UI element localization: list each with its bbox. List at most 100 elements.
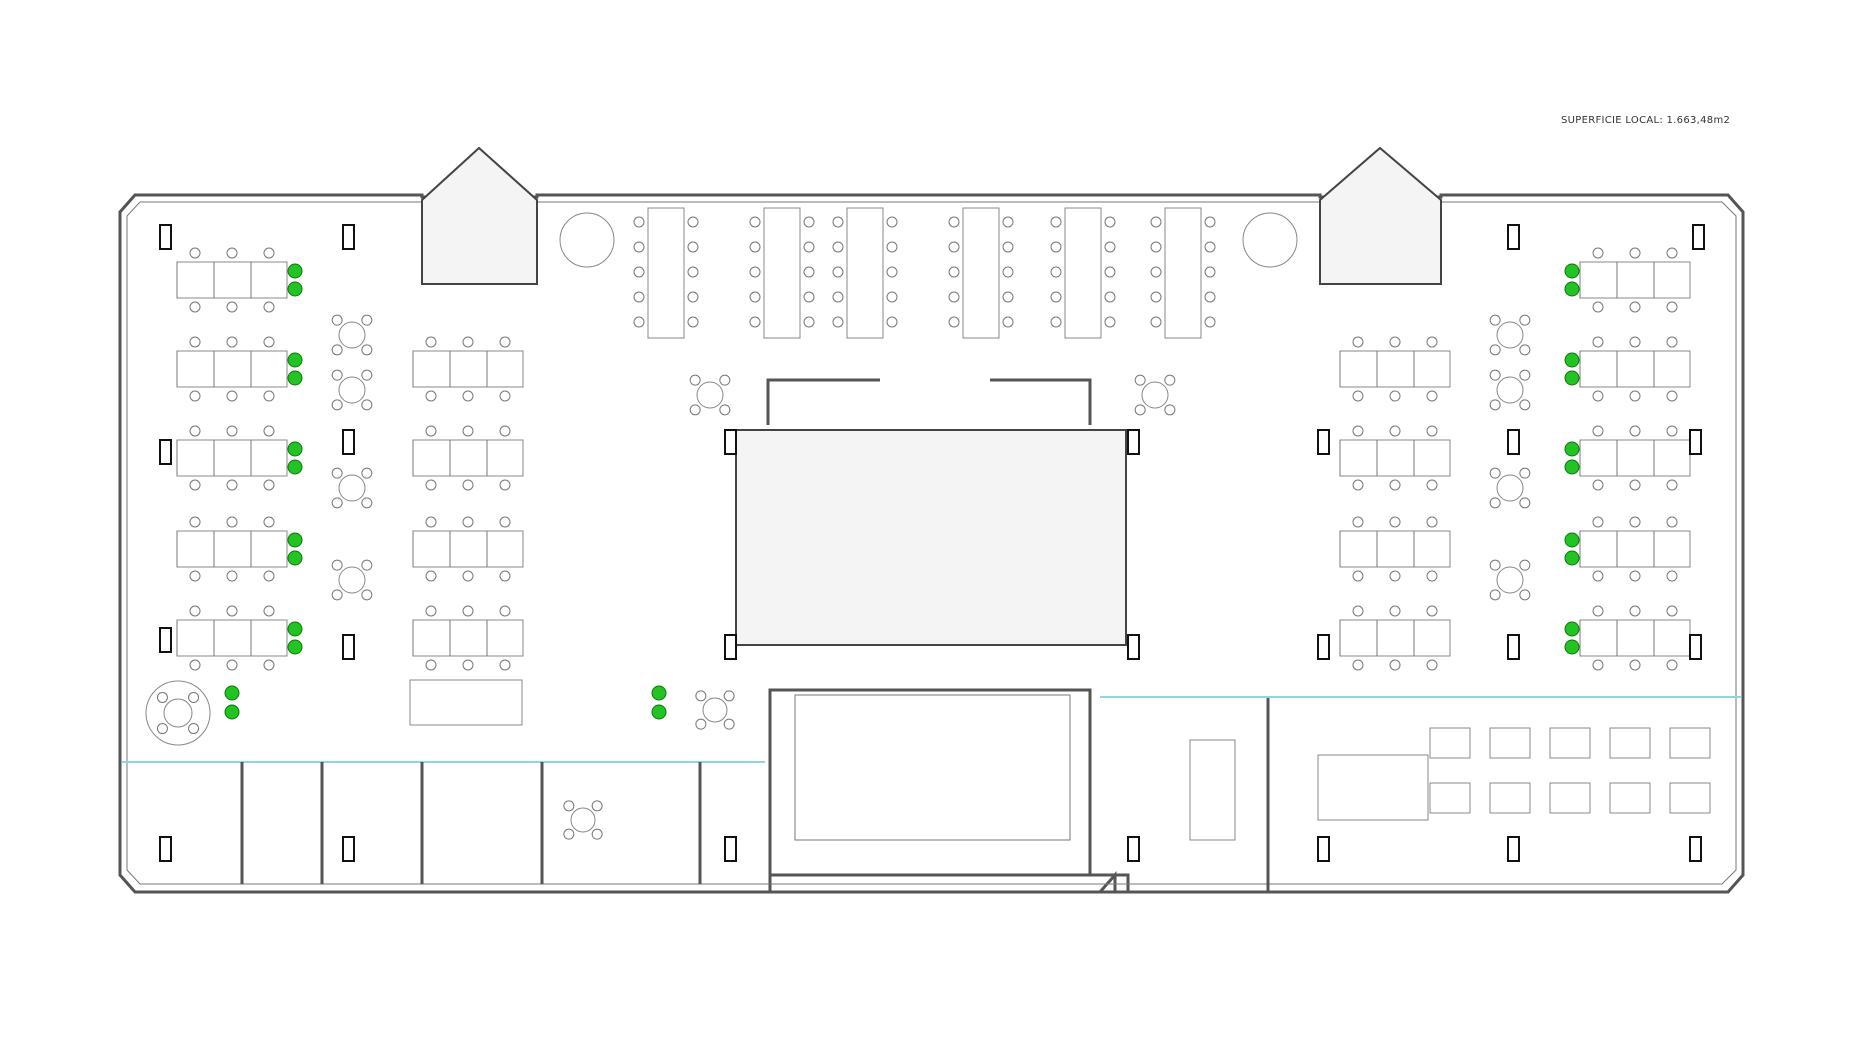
chair	[1352, 390, 1364, 402]
chair	[1204, 216, 1216, 228]
chair	[749, 216, 761, 228]
chair	[832, 291, 844, 303]
chair	[361, 497, 373, 509]
chair	[1352, 570, 1364, 582]
chair	[499, 479, 511, 491]
chair	[361, 314, 373, 326]
column	[159, 439, 172, 465]
chair	[633, 291, 645, 303]
chair	[226, 336, 238, 348]
desk-group	[1339, 350, 1451, 388]
bench-desk	[763, 207, 801, 339]
cafe-table	[1669, 782, 1711, 814]
chair	[633, 316, 645, 328]
desk-group	[1579, 439, 1691, 477]
chair	[1519, 344, 1531, 356]
chair	[1150, 266, 1162, 278]
chair	[591, 800, 603, 812]
cafe-table	[1609, 727, 1651, 759]
chair	[226, 479, 238, 491]
chair	[361, 559, 373, 571]
chair	[633, 266, 645, 278]
plant-icon	[287, 532, 303, 548]
chair	[832, 241, 844, 253]
round-table	[1496, 474, 1524, 502]
chair	[499, 605, 511, 617]
chair	[361, 344, 373, 356]
round-table	[1496, 321, 1524, 349]
plant-icon	[287, 621, 303, 637]
chair	[1592, 390, 1604, 402]
cafe-table	[1669, 727, 1711, 759]
chair	[263, 247, 275, 259]
chair	[1666, 247, 1678, 259]
chair	[1666, 605, 1678, 617]
chair	[226, 247, 238, 259]
chair	[331, 559, 343, 571]
chair	[425, 605, 437, 617]
chair	[1629, 336, 1641, 348]
chair	[1519, 369, 1531, 381]
chair	[189, 247, 201, 259]
desk-group	[412, 439, 524, 477]
chair	[1426, 516, 1438, 528]
chair	[1629, 301, 1641, 313]
cafe-table	[1549, 727, 1591, 759]
column	[342, 634, 355, 660]
core-upper-left-wall	[766, 378, 880, 425]
chair	[1389, 425, 1401, 437]
chair	[1592, 247, 1604, 259]
chair	[1426, 336, 1438, 348]
chair	[1629, 425, 1641, 437]
chair	[1592, 336, 1604, 348]
chair	[695, 718, 707, 730]
chair	[425, 479, 437, 491]
chair	[1666, 479, 1678, 491]
chair	[425, 516, 437, 528]
chair	[462, 425, 474, 437]
chair	[886, 316, 898, 328]
chair	[1629, 570, 1641, 582]
desk-group	[176, 350, 288, 388]
chair	[156, 723, 168, 735]
chair	[1104, 216, 1116, 228]
plant-icon	[287, 550, 303, 566]
plant-icon	[1564, 263, 1580, 279]
chair	[1489, 559, 1501, 571]
plant-icon	[1564, 370, 1580, 386]
plant-icon	[1564, 550, 1580, 566]
chair	[687, 316, 699, 328]
chair	[1104, 241, 1116, 253]
chair	[1629, 247, 1641, 259]
chair	[226, 605, 238, 617]
chair	[1002, 216, 1014, 228]
desk-group	[1339, 530, 1451, 568]
chair	[189, 425, 201, 437]
bench-desk	[846, 207, 884, 339]
chair	[263, 390, 275, 402]
chair	[1389, 479, 1401, 491]
atrium-void	[794, 694, 1071, 841]
chair	[361, 467, 373, 479]
desk-group	[176, 261, 288, 299]
furniture	[145, 207, 1711, 884]
desk-group	[1339, 619, 1451, 657]
chair	[1489, 314, 1501, 326]
column	[1317, 429, 1330, 455]
desk-group	[176, 619, 288, 657]
round-table	[559, 212, 615, 268]
bench-desk	[1164, 207, 1202, 339]
chair	[263, 605, 275, 617]
plant-icon	[224, 685, 240, 701]
chair	[948, 266, 960, 278]
chair	[1150, 316, 1162, 328]
chair	[1389, 390, 1401, 402]
chair	[499, 425, 511, 437]
chair	[1519, 497, 1531, 509]
chair	[499, 336, 511, 348]
chair	[1150, 216, 1162, 228]
chair	[1666, 516, 1678, 528]
plant-icon	[1564, 621, 1580, 637]
chair	[1150, 291, 1162, 303]
chair	[462, 479, 474, 491]
